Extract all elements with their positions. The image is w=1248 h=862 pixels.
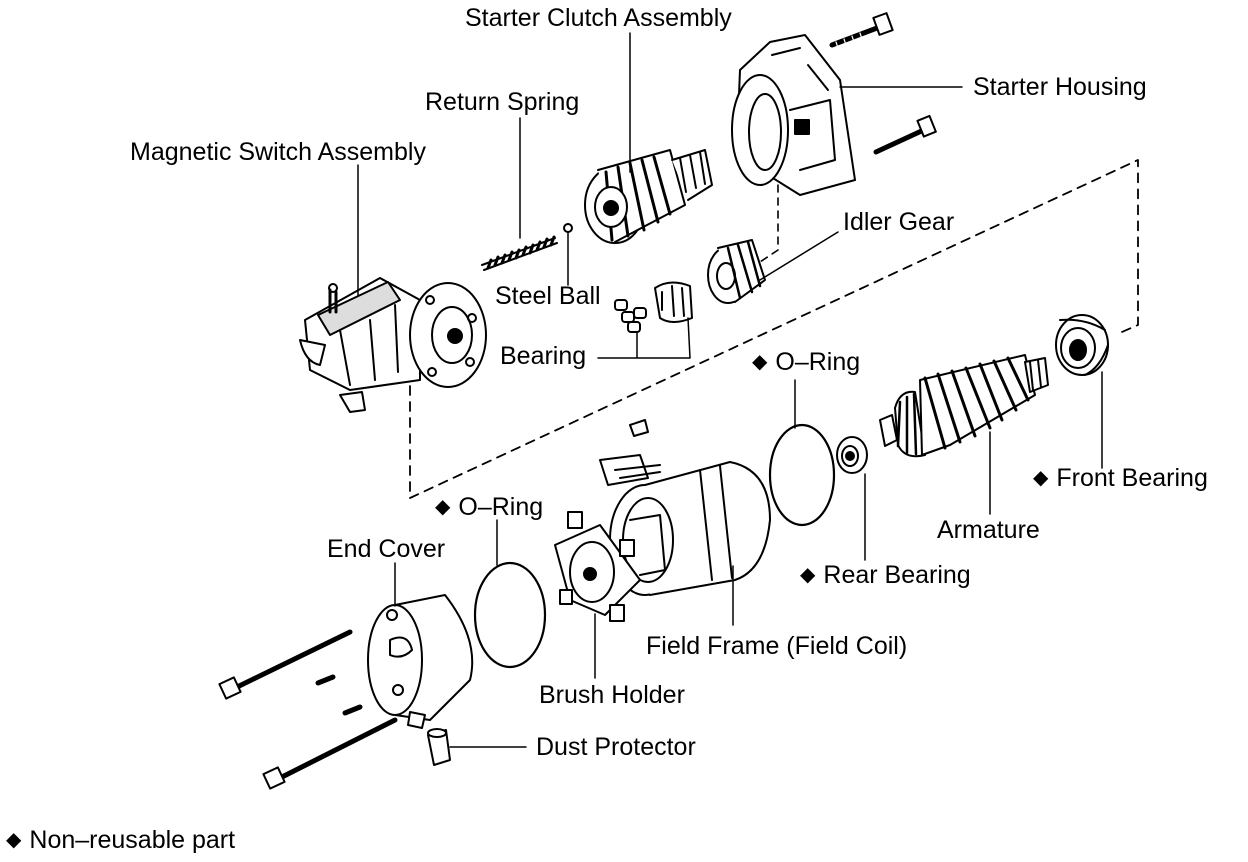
small-screw-2 bbox=[342, 704, 363, 716]
leader-lines bbox=[357, 32, 1103, 748]
non-reusable-icon: ◆ bbox=[752, 351, 768, 373]
steel-ball bbox=[563, 223, 573, 233]
rear-bearing bbox=[836, 436, 868, 474]
through-bolt-upper bbox=[232, 629, 353, 691]
label-bearing: Bearing bbox=[500, 342, 587, 370]
label-end-cover: End Cover bbox=[327, 535, 446, 563]
label-idler-gear: Idler Gear bbox=[843, 208, 955, 236]
label-o-ring-lower: ◆O–Ring bbox=[435, 493, 544, 521]
starter-housing bbox=[731, 34, 856, 196]
non-reusable-icon: ◆ bbox=[6, 829, 22, 851]
small-screw-1 bbox=[315, 674, 336, 686]
label-brush-holder: Brush Holder bbox=[539, 681, 685, 709]
dust-protector bbox=[427, 728, 451, 766]
through-bolt-lower bbox=[277, 717, 398, 781]
label-return-spring: Return Spring bbox=[425, 88, 580, 116]
return-spring bbox=[481, 235, 558, 271]
field-frame bbox=[599, 454, 771, 596]
non-reusable-icon: ◆ bbox=[435, 496, 451, 518]
label-magnetic-switch-assembly: Magnetic Switch Assembly bbox=[130, 138, 426, 166]
housing-bolt-lower bbox=[873, 125, 931, 155]
non-reusable-icon: ◆ bbox=[800, 564, 816, 586]
label-starter-housing: Starter Housing bbox=[973, 73, 1147, 101]
brush-holder bbox=[554, 511, 641, 622]
housing-dashed-line bbox=[759, 184, 779, 263]
front-bearing bbox=[1055, 314, 1109, 376]
bearing-leader bbox=[597, 317, 691, 359]
end-cover bbox=[367, 594, 474, 729]
magnetic-switch-assembly bbox=[299, 277, 487, 413]
armature bbox=[879, 354, 1049, 458]
non-reusable-icon: ◆ bbox=[1033, 467, 1049, 489]
small-nut bbox=[629, 419, 649, 437]
starter-clutch-assembly bbox=[584, 149, 713, 244]
idler-gear bbox=[707, 239, 766, 304]
label-starter-clutch-assembly: Starter Clutch Assembly bbox=[465, 4, 732, 32]
label-armature: Armature bbox=[937, 516, 1040, 544]
legend-non-reusable: ◆Non–reusable part bbox=[6, 826, 236, 854]
bearing-rollers bbox=[614, 281, 693, 333]
label-front-bearing: ◆Front Bearing bbox=[1033, 464, 1208, 492]
label-o-ring-upper: ◆O–Ring bbox=[752, 348, 861, 376]
o-ring-upper bbox=[768, 423, 836, 527]
label-rear-bearing: ◆Rear Bearing bbox=[800, 561, 971, 589]
assembly-dashed-line bbox=[409, 159, 1139, 499]
label-steel-ball: Steel Ball bbox=[495, 282, 601, 310]
label-dust-protector: Dust Protector bbox=[536, 733, 696, 761]
o-ring-lower bbox=[473, 561, 547, 669]
label-field-frame: Field Frame (Field Coil) bbox=[646, 632, 908, 660]
